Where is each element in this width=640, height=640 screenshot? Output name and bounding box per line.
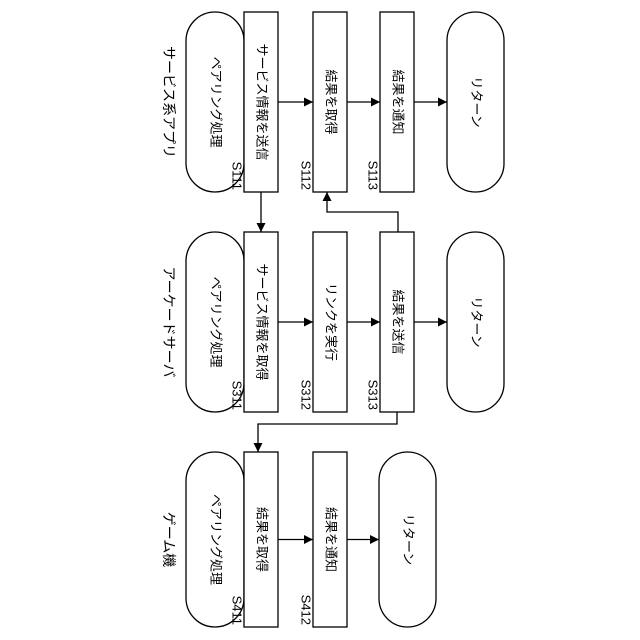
node-label: サービス情報を取得 [254,263,270,380]
step-label: S313 [366,380,381,410]
terminal-node-r3: リターン [447,232,504,412]
node-label: 結果を取得 [323,69,339,134]
lane-title: サービス系アプリ [160,46,176,158]
node-label: リターン [468,76,483,127]
node-label: サービス情報を送信 [254,43,269,160]
process-node-s411: 結果を取得 [244,452,278,627]
step-label: S312 [299,380,314,410]
node-label: リンクを実行 [323,283,339,361]
node-label: ペアリング処理 [208,276,223,367]
step-label: S112 [299,161,314,190]
node-label: リターン [400,514,415,565]
step-label: S412 [299,595,314,625]
node-label: ペアリング処理 [208,494,223,585]
process-node-s313: 結果を送信 [380,232,414,412]
step-label: S311 [230,381,245,410]
nodes-layer: ペアリング処理サービス情報を送信結果を取得結果を通知リターンペアリング処理サービ… [186,12,504,627]
lane-title: ゲーム機 [160,512,176,568]
process-node-s111: サービス情報を送信 [244,12,278,192]
node-label: 結果を送信 [390,289,405,354]
edge-s313-to-s411 [258,412,397,452]
process-node-s412: 結果を通知 [313,452,347,627]
process-node-s312: リンクを実行 [313,232,347,412]
terminal-node-r1: リターン [447,12,504,192]
edge-s313-to-s112 [327,192,398,232]
terminal-node-r4: リターン [379,452,436,627]
step-label: S111 [230,162,245,190]
node-label: ペアリング処理 [208,56,223,147]
node-label: 結果を通知 [323,507,339,572]
node-label: 結果を取得 [254,507,270,572]
lane-title: アーケードサーバ [160,266,176,377]
step-label: S113 [366,161,381,190]
node-label: 結果を通知 [390,69,406,134]
process-node-s113: 結果を通知 [380,12,414,192]
process-node-s112: 結果を取得 [313,12,347,192]
node-label: リターン [468,296,483,347]
step-label: S411 [230,596,245,625]
process-node-s311: サービス情報を取得 [244,232,278,412]
